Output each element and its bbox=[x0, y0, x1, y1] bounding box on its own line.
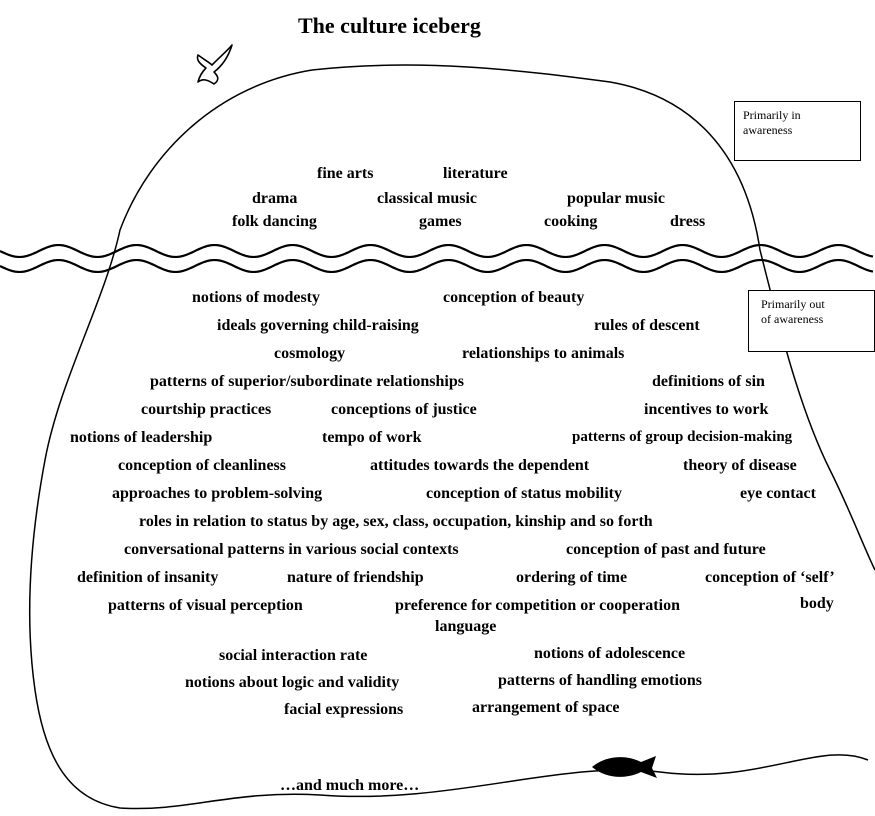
above-item-dress: dress bbox=[670, 213, 706, 230]
below-item: notions of modesty bbox=[192, 289, 321, 306]
below-item: cosmology bbox=[274, 345, 346, 362]
below-item: patterns of group decision-making bbox=[572, 429, 793, 445]
below-item: tempo of work bbox=[322, 429, 422, 446]
below-item: conception of ‘self’ bbox=[705, 569, 835, 586]
below-item: ideals governing child-raising bbox=[217, 317, 419, 334]
above-item-literature: literature bbox=[443, 165, 508, 182]
legend-out-of-awareness: Primarily out of awareness bbox=[748, 290, 875, 352]
above-item-classical-music: classical music bbox=[377, 190, 477, 207]
below-item: patterns of visual perception bbox=[108, 597, 303, 614]
below-item: incentives to work bbox=[644, 401, 769, 418]
below-item: language bbox=[435, 618, 497, 635]
below-item: arrangement of space bbox=[472, 699, 620, 716]
below-item: body bbox=[800, 595, 834, 612]
below-item: attitudes towards the dependent bbox=[370, 457, 590, 474]
above-item-cooking: cooking bbox=[544, 213, 598, 230]
above-item-fine-arts: fine arts bbox=[317, 165, 374, 182]
below-item: notions of adolescence bbox=[534, 645, 686, 662]
below-item: notions of leadership bbox=[70, 429, 213, 446]
below-item: rules of descent bbox=[594, 317, 700, 334]
below-item: conception of past and future bbox=[566, 541, 766, 558]
legend-out-of-awareness-line-2: of awareness bbox=[761, 312, 824, 326]
below-item: conceptions of justice bbox=[331, 401, 477, 418]
below-item: approaches to problem-solving bbox=[112, 485, 323, 502]
legend-in-awareness-line-2: awareness bbox=[743, 123, 793, 137]
below-item: definition of insanity bbox=[77, 569, 219, 586]
below-item: notions about logic and validity bbox=[185, 674, 400, 691]
above-item-folk-dancing: folk dancing bbox=[232, 213, 317, 230]
below-item: roles in relation to status by age, sex,… bbox=[139, 513, 653, 530]
below-item: conception of status mobility bbox=[426, 485, 622, 502]
legend-in-awareness: Primarily in awareness bbox=[734, 101, 861, 161]
below-item: definitions of sin bbox=[652, 373, 765, 390]
below-item: social interaction rate bbox=[219, 647, 368, 664]
below-item: theory of disease bbox=[683, 457, 797, 474]
below-item: patterns of handling emotions bbox=[498, 672, 703, 689]
below-item: ordering of time bbox=[516, 569, 628, 586]
below-item: nature of friendship bbox=[287, 569, 424, 586]
legend-out-of-awareness-line-1: Primarily out bbox=[761, 297, 825, 311]
below-item: conception of beauty bbox=[443, 289, 585, 306]
below-item: preference for competition or cooperatio… bbox=[395, 597, 680, 614]
diagram-title: The culture iceberg bbox=[298, 13, 481, 38]
above-item-popular-music: popular music bbox=[567, 190, 665, 207]
below-item: courtship practices bbox=[141, 401, 272, 418]
below-item: relationships to animals bbox=[462, 345, 625, 362]
above-item-games: games bbox=[419, 213, 462, 230]
below-item: conversational patterns in various socia… bbox=[124, 541, 459, 558]
below-item: eye contact bbox=[740, 485, 816, 502]
legend-in-awareness-line-1: Primarily in bbox=[743, 108, 801, 122]
below-item: patterns of superior/subordinate relatio… bbox=[150, 373, 464, 390]
footer-more-text: …and much more… bbox=[280, 777, 420, 794]
below-item: facial expressions bbox=[284, 701, 404, 718]
above-item-drama: drama bbox=[252, 190, 298, 207]
below-item: conception of cleanliness bbox=[118, 457, 286, 474]
